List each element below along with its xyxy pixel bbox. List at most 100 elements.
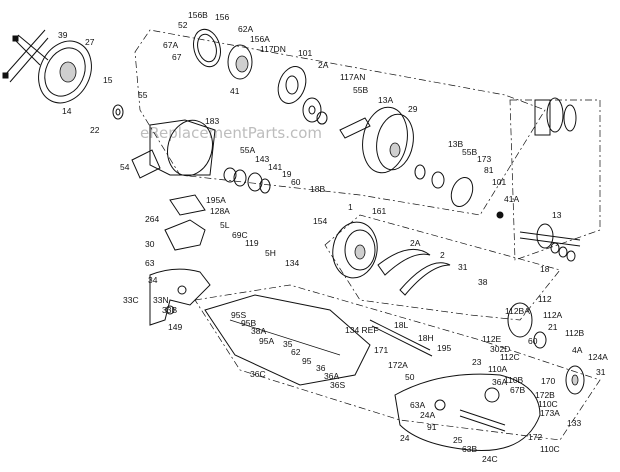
- part-2A-2-crescent[interactable]: [377, 248, 451, 296]
- part-18-washers[interactable]: [550, 242, 576, 262]
- label-171: 171: [374, 345, 388, 355]
- label-63: 63: [145, 258, 155, 268]
- part-112-gear-group[interactable]: [507, 302, 585, 395]
- part-24-side-plate[interactable]: [394, 373, 541, 452]
- label-33B: 33B: [162, 305, 177, 315]
- label-112A: 112A: [543, 310, 563, 320]
- label-55B-top: 55B: [353, 85, 368, 95]
- label-36: 36: [316, 363, 326, 373]
- part-27-side-plate[interactable]: [29, 32, 101, 111]
- part-30-block[interactable]: [164, 219, 206, 251]
- label-101: 101: [492, 177, 506, 187]
- label-31: 31: [458, 262, 468, 272]
- label-95B: 95B: [241, 318, 256, 328]
- part-2A-top-ratchet[interactable]: [273, 63, 310, 108]
- label-19: 19: [282, 169, 292, 179]
- label-54: 54: [120, 162, 130, 172]
- part-183-frame[interactable]: [149, 115, 218, 180]
- label-302D: 302D: [490, 344, 510, 354]
- part-labels: 39 27 15 14 22 55 52 156B 156 67A 67 62A…: [58, 10, 608, 464]
- part-33-lever[interactable]: [149, 268, 211, 326]
- part-156-ring[interactable]: [190, 26, 225, 69]
- label-2: 2: [440, 250, 445, 260]
- label-119: 119: [245, 238, 259, 248]
- parts-55A-143-141-washers[interactable]: [223, 167, 271, 194]
- label-41: 41: [230, 86, 240, 96]
- label-18B: 18B: [310, 184, 325, 194]
- parts-13B-55B-173[interactable]: [414, 164, 504, 219]
- part-13A-shaft[interactable]: [339, 117, 371, 139]
- label-112C: 112C: [500, 352, 520, 362]
- part-39-bolts[interactable]: [2, 29, 49, 83]
- label-117DN: 117DN: [260, 44, 286, 54]
- label-38: 38: [478, 277, 488, 287]
- part-117AN-washer[interactable]: [302, 97, 322, 123]
- label-69C: 69C: [232, 230, 248, 240]
- label-95: 95: [302, 356, 312, 366]
- label-195: 195: [437, 343, 451, 353]
- label-36A: 36A: [324, 371, 339, 381]
- middle-group-boundary: [324, 214, 561, 321]
- label-110A: 110A: [488, 364, 508, 374]
- label-67A: 67A: [163, 40, 178, 50]
- label-5H: 5H: [265, 248, 276, 258]
- label-95S: 95S: [231, 310, 246, 320]
- label-27: 27: [85, 37, 95, 47]
- part-55B-top-bearing[interactable]: [316, 111, 328, 125]
- label-173: 173: [477, 154, 491, 164]
- label-112BA: 112BA: [505, 306, 530, 316]
- part-55-bearing[interactable]: [112, 104, 124, 120]
- label-52: 52: [178, 20, 188, 30]
- label-21: 21: [548, 322, 558, 332]
- label-2A-top: 2A: [318, 60, 329, 70]
- label-60-lower: 60: [528, 336, 538, 346]
- label-95A: 95A: [259, 336, 274, 346]
- part-1-main-gear[interactable]: [328, 219, 381, 282]
- part-264-bracket[interactable]: [169, 194, 206, 216]
- label-133: 133: [567, 418, 581, 428]
- label-143: 143: [255, 154, 269, 164]
- label-23: 23: [472, 357, 482, 367]
- label-18L: 18L: [394, 320, 408, 330]
- label-156: 156: [215, 12, 229, 22]
- part-54-clamp[interactable]: [131, 149, 161, 179]
- part-13-drive-shaft[interactable]: [519, 97, 581, 249]
- label-55: 55: [138, 90, 148, 100]
- label-264: 264: [145, 214, 159, 224]
- label-36S: 36S: [330, 380, 345, 390]
- label-91: 91: [427, 422, 437, 432]
- upper-group-boundary: [134, 29, 546, 216]
- lower-group-boundary: [194, 284, 601, 441]
- label-31-lower: 31: [596, 367, 606, 377]
- label-33C: 33C: [123, 295, 139, 305]
- label-63B: 63B: [462, 444, 477, 454]
- label-156B: 156B: [188, 10, 208, 20]
- label-36C: 36C: [250, 369, 266, 379]
- part-36C-handle[interactable]: [204, 294, 371, 386]
- label-14: 14: [62, 106, 72, 116]
- label-141: 141: [268, 162, 282, 172]
- label-55B: 55B: [462, 147, 477, 157]
- label-55A: 55A: [240, 145, 255, 155]
- label-161: 161: [372, 206, 386, 216]
- label-124A: 124A: [588, 352, 608, 362]
- label-62A: 62A: [238, 24, 253, 34]
- label-18: 18: [540, 264, 550, 274]
- label-13: 13: [552, 210, 562, 220]
- label-195A: 195A: [206, 195, 226, 205]
- label-13B: 13B: [448, 139, 463, 149]
- label-170: 170: [541, 376, 555, 386]
- label-5L: 5L: [220, 220, 230, 230]
- label-60: 60: [291, 177, 301, 187]
- label-63A: 63A: [410, 400, 425, 410]
- label-128A: 128A: [210, 206, 230, 216]
- label-15: 15: [103, 75, 113, 85]
- label-110B: 110B: [504, 375, 524, 385]
- part-29-spool[interactable]: [358, 104, 418, 177]
- part-156A-disc[interactable]: [227, 44, 253, 80]
- part-25-shaft[interactable]: [459, 409, 506, 432]
- part-18L-18H-rod[interactable]: [369, 319, 433, 357]
- watermark-text: eReplacementParts.com: [140, 124, 322, 142]
- label-62: 62: [291, 347, 301, 357]
